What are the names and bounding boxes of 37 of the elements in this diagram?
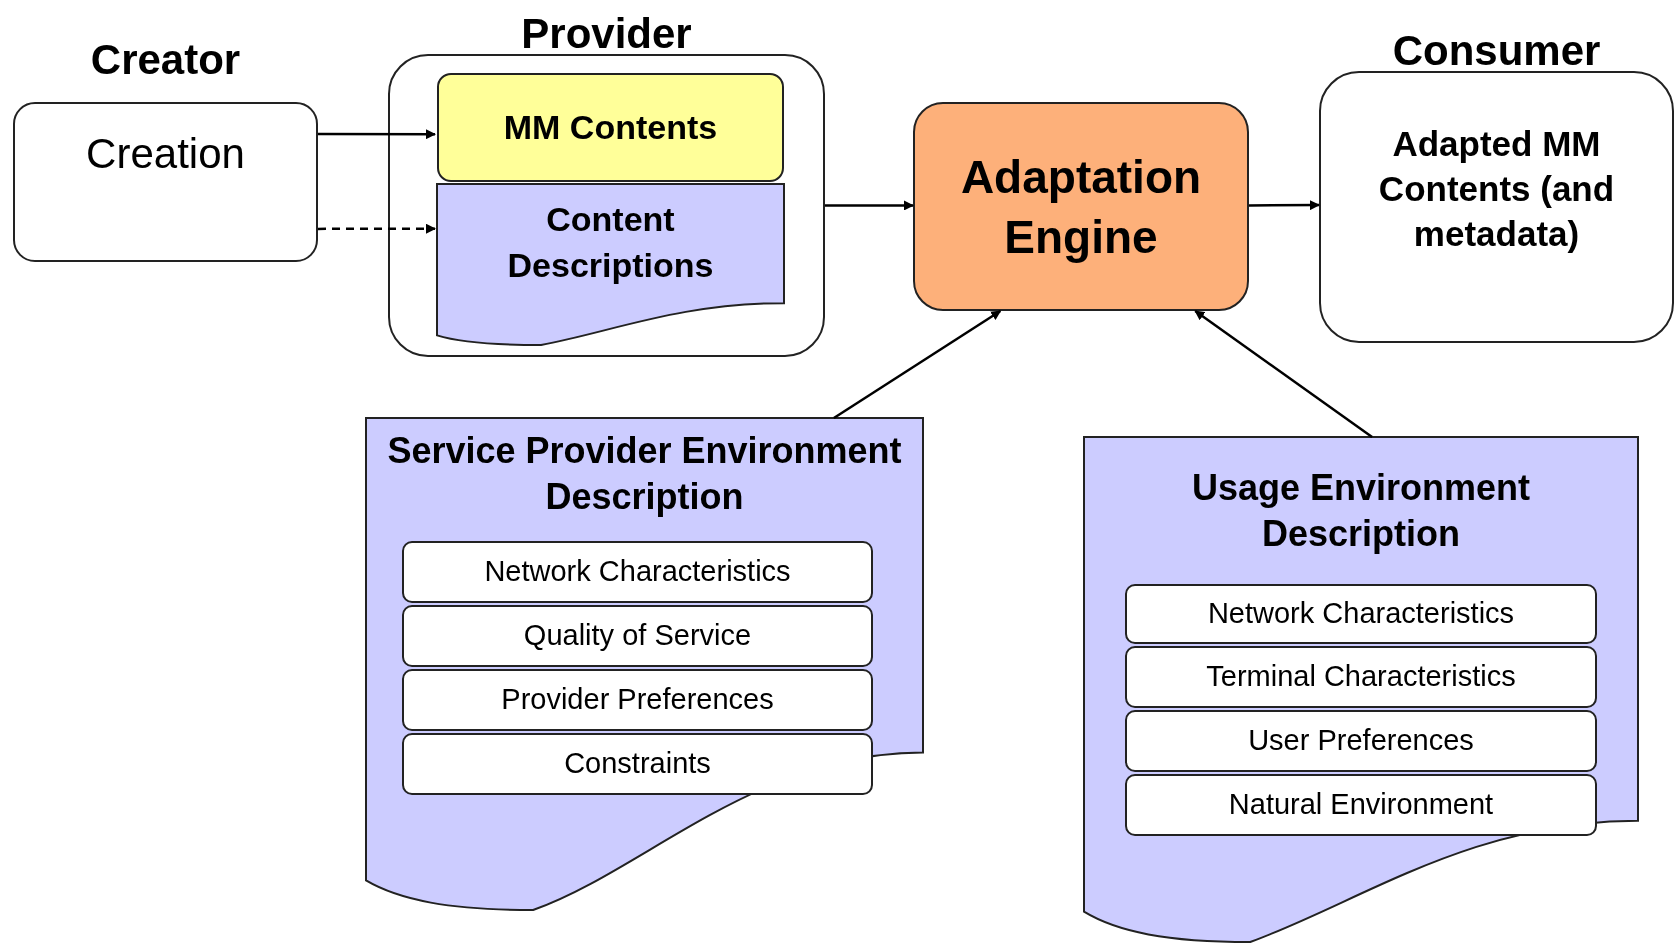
box-label: Constraints [564, 746, 711, 782]
list-item-box [402, 669, 873, 731]
document-shape [437, 184, 784, 345]
box-label: MM Contents [503, 107, 718, 148]
content-box [437, 73, 784, 182]
engine-box [913, 102, 1249, 311]
arrow [318, 223, 436, 234]
group-heading: Provider [520, 9, 693, 59]
box-label: Provider Preferences [501, 682, 774, 718]
group-heading: Creator [89, 35, 242, 85]
box-label: Network Characteristics [484, 554, 791, 590]
arrow [1194, 310, 1373, 438]
box-label: Quality of Service [523, 618, 752, 654]
arrow [1249, 200, 1320, 211]
list-item-box [402, 541, 873, 603]
document-title: Usage Environment Description [1190, 466, 1532, 556]
box-label: Adaptation Engine [959, 149, 1203, 265]
list-item-box [1125, 710, 1597, 772]
list-item-box [1125, 646, 1597, 708]
arrow [318, 129, 436, 140]
box-label: Content Descriptions [506, 199, 715, 286]
box-label: User Preferences [1248, 723, 1474, 759]
document-title: Service Provider Environment Description [386, 429, 903, 519]
arrow [833, 309, 1002, 420]
list-item-box [1125, 584, 1597, 644]
list-item-box [1125, 774, 1597, 836]
box-label: Terminal Characteristics [1206, 659, 1516, 695]
list-item-box [402, 605, 873, 667]
arrow [825, 200, 914, 211]
document-shape [366, 418, 923, 910]
box-label: Natural Environment [1228, 787, 1494, 823]
box-label: Creation [85, 129, 246, 179]
box-label: Adapted MM Contents (and metadata) [1377, 123, 1616, 255]
group-heading: Consumer [1391, 26, 1602, 76]
box-label: Network Characteristics [1207, 596, 1515, 632]
list-item-box [402, 733, 873, 795]
document-shape [1084, 437, 1638, 942]
